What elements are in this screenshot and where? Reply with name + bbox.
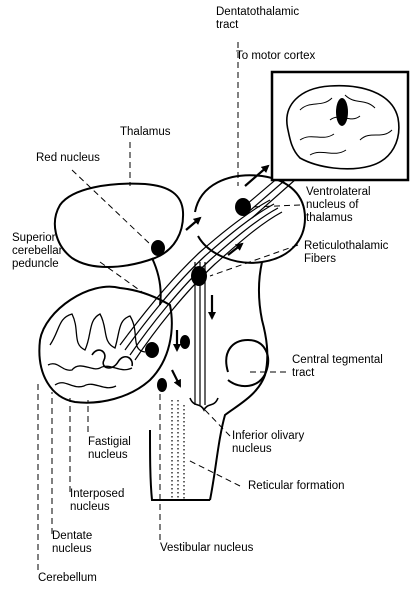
label-cerebellum: Cerebellum bbox=[38, 572, 97, 584]
label-central-tegmental-tract: Central tegmental tract bbox=[292, 354, 383, 379]
label-interposed-nucleus: Interposed nucleus bbox=[70, 488, 125, 513]
cerebellum-outline bbox=[38, 285, 173, 404]
leader-reticulothalamic bbox=[209, 244, 299, 277]
label-thalamus: Thalamus bbox=[120, 126, 171, 138]
label-fastigial-nucleus: Fastigial nucleus bbox=[88, 436, 131, 461]
flow-arrow bbox=[244, 164, 270, 187]
label-vestibular-nucleus: Vestibular nucleus bbox=[160, 542, 254, 554]
label-ventrolateral-nucleus: Ventrolateral nucleus of thalamus bbox=[306, 186, 371, 224]
label-inferior-olivary-nucleus: Inferior olivary nucleus bbox=[232, 430, 305, 455]
dentate-nucleus-shape bbox=[91, 349, 134, 369]
flow-arrow bbox=[227, 242, 244, 256]
label-reticular-formation: Reticular formation bbox=[248, 480, 345, 492]
label-dentate-nucleus: Dentate nucleus bbox=[52, 530, 93, 555]
cerebellum-folia bbox=[47, 313, 146, 389]
fiber-tract bbox=[124, 203, 275, 351]
label-superior-cerebellar-peduncle: Superior cerebellar peduncle bbox=[12, 232, 63, 270]
thalamus-left-lobe bbox=[53, 182, 185, 268]
label-reticulothalamic-fibers: Reticulothalamic Fibers bbox=[304, 240, 389, 265]
fiber-tract bbox=[134, 211, 283, 361]
brain-inset-frame bbox=[270, 70, 410, 182]
reticular-formation-dots bbox=[171, 400, 185, 500]
inferior-olive-shape bbox=[189, 397, 219, 412]
fiber-tract bbox=[129, 207, 279, 356]
central-tegmental-loop bbox=[225, 338, 270, 388]
red-nucleus-dot bbox=[151, 240, 165, 256]
brain-outline bbox=[286, 84, 400, 170]
label-red-nucleus: Red nucleus bbox=[36, 152, 100, 164]
fastigial-nucleus-dot bbox=[180, 335, 190, 349]
ventrolateral-nucleus-dot bbox=[235, 198, 251, 216]
flow-arrow bbox=[185, 216, 202, 231]
label-to-motor-cortex: To motor cortex bbox=[236, 50, 316, 62]
thalamus-right-lobe bbox=[194, 174, 307, 264]
leader-ventrolateral bbox=[251, 204, 301, 208]
vestibular-nucleus-dot bbox=[157, 378, 167, 392]
leader-inferior-olive bbox=[204, 409, 231, 437]
flow-arrow bbox=[171, 369, 181, 388]
leader-red-nucleus bbox=[71, 169, 151, 245]
brainstem-outline bbox=[149, 257, 269, 501]
motor-cortex-spot bbox=[336, 98, 348, 126]
label-dentatothalamic-tract: Dentatothalamic tract bbox=[216, 6, 300, 31]
reticulothalamic-nucleus-dot bbox=[191, 266, 207, 286]
interposed-nucleus-dot bbox=[145, 342, 159, 358]
brain-gyri bbox=[299, 94, 393, 156]
